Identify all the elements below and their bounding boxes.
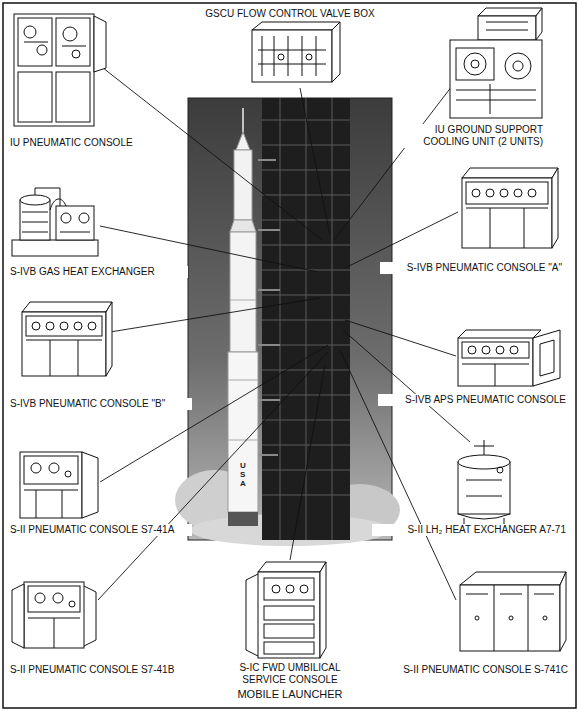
pneumatic-console <box>460 572 566 651</box>
pneumatic-console <box>12 582 96 648</box>
heat-exchanger <box>458 440 510 526</box>
service-console <box>246 562 326 658</box>
equipment-label: S-II PNEUMATIC CONSOLE S7-41A <box>8 524 192 536</box>
figure-caption: MOBILE LAUNCHER <box>190 688 390 701</box>
equipment-label: GSCU FLOW CONTROL VALVE BOX <box>190 8 390 20</box>
equipment-label: S-IC FWD UMBILICAL SERVICE CONSOLE <box>222 662 358 686</box>
equipment-label: S-IVB APS PNEUMATIC CONSOLE <box>378 394 568 406</box>
equipment-label: S-IVB GAS HEAT EXCHANGER <box>8 266 188 278</box>
cooling-unit <box>450 8 542 118</box>
equipment-label: S-II LH₂ HEAT EXCHANGER A7-71 <box>372 524 568 536</box>
pneumatic-console <box>462 168 558 248</box>
pneumatic-console <box>20 452 98 518</box>
pneumatic-console <box>14 14 106 126</box>
equipment-label: S-IVB PNEUMATIC CONSOLE "B" <box>8 398 192 410</box>
equipment-label: S-II PNEUMATIC CONSOLE S7-41B <box>8 664 213 676</box>
equipment-label: S-IVB PNEUMATIC CONSOLE "A" <box>380 262 564 274</box>
heat-exchanger <box>12 188 98 256</box>
pneumatic-console <box>22 302 112 376</box>
equipment-label: S-II PNEUMATIC CONSOLE S-741C <box>366 664 570 676</box>
frame <box>3 3 576 708</box>
equipment-label: IU GROUND SUPPORT COOLING UNIT (2 UNITS) <box>393 124 545 148</box>
pneumatic-console <box>458 330 560 386</box>
launcher-photo <box>175 98 400 546</box>
equipment-label: IU PNEUMATIC CONSOLE <box>8 137 180 149</box>
rocket-marking: USA <box>240 462 244 488</box>
valve-box <box>252 22 340 82</box>
